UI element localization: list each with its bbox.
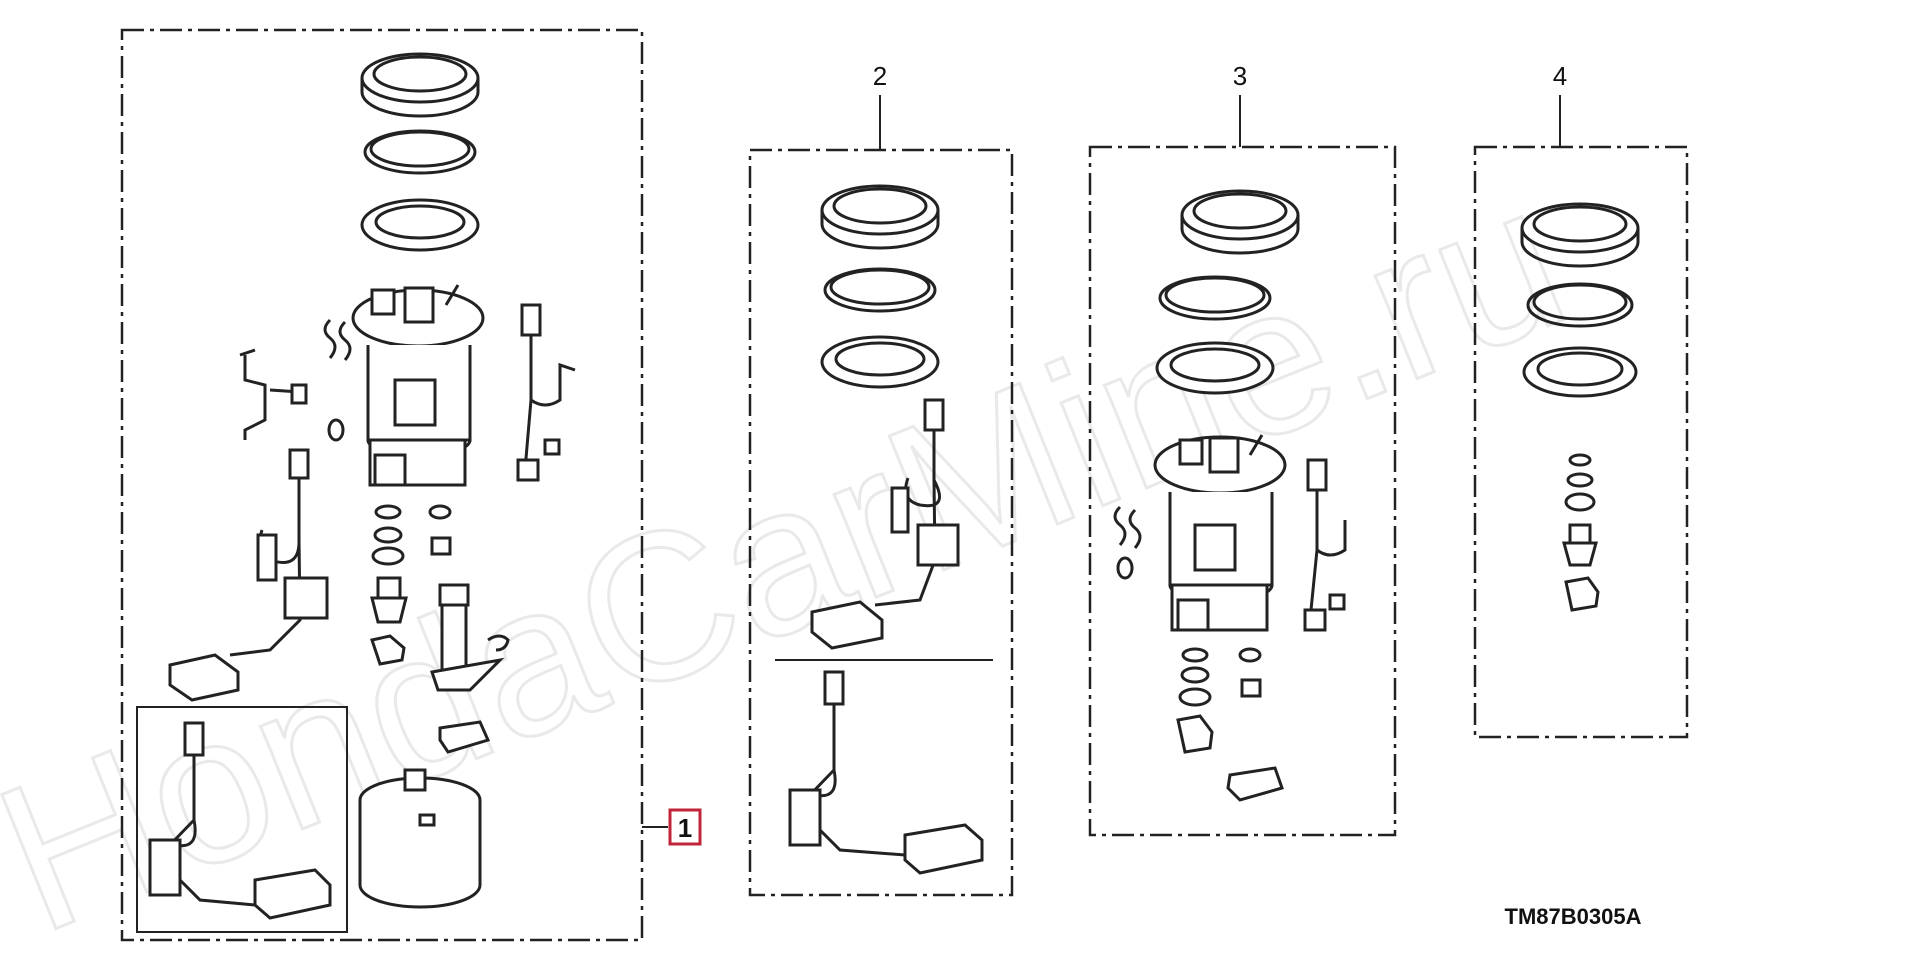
group-4-outline — [1473, 145, 1689, 739]
group-2-outline — [748, 148, 1014, 897]
clip-4 — [1564, 576, 1600, 612]
group-3-outline — [1088, 145, 1397, 837]
washer-3c — [1180, 666, 1210, 684]
cap-1 — [430, 536, 452, 556]
seal-1 — [371, 546, 405, 566]
assembly-group-1: 1 — [120, 28, 702, 942]
spring-clip-1 — [323, 318, 352, 361]
spring-clip-3 — [1113, 505, 1142, 549]
assembly-group-2: 2 — [748, 61, 1014, 897]
washer-4b — [1566, 472, 1594, 488]
wire-harness-1 — [516, 303, 576, 482]
lock-ring-4 — [1520, 202, 1640, 268]
seal-3 — [1178, 687, 1212, 707]
pressure-regulator-1 — [370, 576, 408, 624]
callout-1[interactable]: 1 — [668, 808, 702, 846]
gasket-2 — [820, 335, 940, 389]
clip-1b — [487, 634, 510, 652]
assembly-group-3: 3 — [1088, 61, 1397, 837]
callout-1-label[interactable]: 1 — [678, 813, 692, 843]
group-1-inset-frame — [136, 706, 348, 933]
gasket-3 — [1155, 341, 1275, 395]
small-ring-3 — [1116, 556, 1134, 580]
o-ring-2a-inner — [829, 268, 931, 306]
bracket-1 — [438, 720, 491, 754]
cap-3 — [1240, 678, 1262, 698]
fuel-sender-2 — [810, 398, 960, 650]
gasket-1 — [360, 198, 480, 252]
small-ring-1 — [327, 418, 345, 442]
washer-4a — [1568, 453, 1592, 467]
pressure-regulator-4 — [1562, 523, 1598, 567]
group-1-outline — [120, 28, 644, 942]
o-ring-1a-inner — [369, 130, 471, 168]
washer-3a — [1181, 647, 1209, 663]
washer-1c — [373, 526, 403, 544]
seal-4 — [1564, 492, 1596, 512]
callout-1-box[interactable] — [668, 808, 702, 846]
lock-ring-1 — [360, 52, 480, 118]
assembly-group-4: 4 — [1473, 61, 1689, 739]
lock-ring-2 — [820, 184, 940, 250]
clip-3 — [1176, 714, 1214, 754]
diagram-code: TM87B0305A — [1505, 904, 1642, 929]
callout-2-label[interactable]: 2 — [873, 61, 887, 91]
inset-fuel-sender-2 — [788, 670, 984, 875]
wire-harness-3 — [1303, 458, 1347, 632]
pump-module-3 — [1153, 434, 1287, 632]
clip-1 — [370, 634, 406, 666]
o-ring-3a-inner — [1164, 276, 1266, 314]
pump-module-1 — [351, 284, 485, 487]
washer-1b — [428, 504, 452, 520]
gasket-4 — [1522, 346, 1638, 398]
fuel-filter-cup-1 — [358, 768, 482, 909]
inset-fuel-sender-1 — [148, 721, 332, 920]
bracket-3 — [1226, 766, 1284, 802]
lock-ring-3 — [1180, 189, 1300, 255]
o-ring-4a-inner — [1532, 283, 1628, 321]
callout-3-label[interactable]: 3 — [1233, 61, 1247, 91]
fuel-pump-1 — [430, 583, 505, 692]
washer-3b — [1238, 647, 1262, 663]
callout-4-label[interactable]: 4 — [1553, 61, 1567, 91]
washer-1a — [374, 504, 402, 520]
fuel-sender-1 — [168, 448, 329, 702]
